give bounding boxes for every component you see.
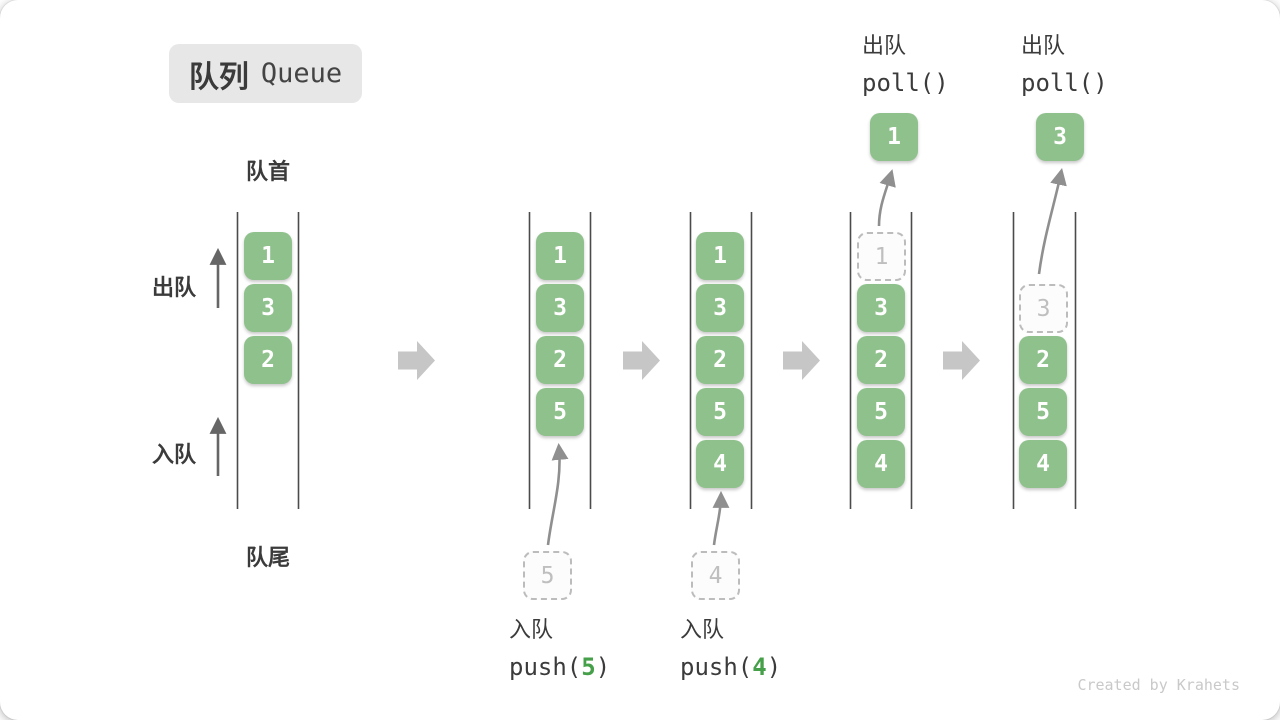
polled-cell: 1 [870, 113, 918, 161]
removed-cell-dashed: 3 [1019, 284, 1068, 333]
op-label-push5: 入队 push(5) [509, 612, 610, 681]
title-en: Queue [260, 58, 343, 89]
push4-arrow-icon [712, 490, 730, 546]
operation-arrows [546, 168, 1067, 546]
op-label-push4: 入队 push(4) [680, 612, 781, 681]
code-pre: push( [680, 653, 753, 681]
queue-cell: 4 [1019, 440, 1067, 488]
queue-cell: 3 [857, 284, 905, 332]
right-arrow-icon [943, 341, 980, 380]
queue-cell: 4 [857, 440, 905, 488]
op-code-label: push(5) [509, 653, 610, 681]
op-label-poll-1: 出队 poll() [862, 28, 949, 97]
op-code-label: push(4) [680, 653, 781, 681]
push5-arrow-icon [546, 442, 569, 546]
queue-wall-lines [236, 212, 1077, 509]
label-queue-front: 队首 [245, 159, 290, 184]
incoming-cell-dashed: 4 [691, 551, 740, 600]
op-zh-label: 出队 [1021, 33, 1066, 58]
code-arg: 5 [581, 653, 596, 681]
label-queue-rear: 队尾 [245, 545, 290, 570]
op-code-label: poll() [1021, 69, 1108, 97]
op-label-poll-2: 出队 poll() [1021, 28, 1108, 97]
queue-cell: 5 [857, 388, 905, 436]
queue-cell: 1 [244, 232, 292, 280]
queue-cell: 2 [244, 336, 292, 384]
code-post: ) [595, 653, 611, 681]
queue-cell: 5 [696, 388, 744, 436]
queue-cell: 5 [536, 388, 584, 436]
polled-cell: 3 [1036, 113, 1084, 161]
queue-cell: 1 [536, 232, 584, 280]
queue-cell: 2 [857, 336, 905, 384]
right-arrow-icon [398, 341, 435, 380]
queue-cell: 1 [696, 232, 744, 280]
right-arrow-icon [623, 341, 660, 380]
queue-cell: 3 [696, 284, 744, 332]
poll1-arrow-icon [877, 169, 896, 227]
queue-cell: 4 [696, 440, 744, 488]
queue-cell: 3 [536, 284, 584, 332]
code-post: ) [766, 653, 782, 681]
label-dequeue-direction: 出队 [152, 275, 197, 300]
right-arrow-icon [783, 341, 820, 380]
title-badge: 队列 Queue [169, 44, 362, 103]
incoming-cell-dashed: 5 [523, 551, 572, 600]
queue-cell: 2 [696, 336, 744, 384]
label-enqueue-direction: 入队 [152, 442, 197, 467]
queue-cell: 2 [536, 336, 584, 384]
queue-cell: 2 [1019, 336, 1067, 384]
op-code-label: poll() [862, 69, 949, 97]
queue-cell: 5 [1019, 388, 1067, 436]
title-zh: 队列 [188, 60, 249, 94]
op-zh-label: 入队 [680, 617, 725, 642]
op-zh-label: 出队 [862, 33, 907, 58]
poll3-arrow-icon [1037, 168, 1067, 275]
code-arg: 4 [752, 653, 767, 681]
code-pre: push( [509, 653, 582, 681]
watermark-credit: Created by Krahets [1077, 676, 1240, 694]
op-zh-label: 入队 [509, 617, 554, 642]
queue-cell: 3 [244, 284, 292, 332]
removed-cell-dashed: 1 [857, 232, 906, 281]
